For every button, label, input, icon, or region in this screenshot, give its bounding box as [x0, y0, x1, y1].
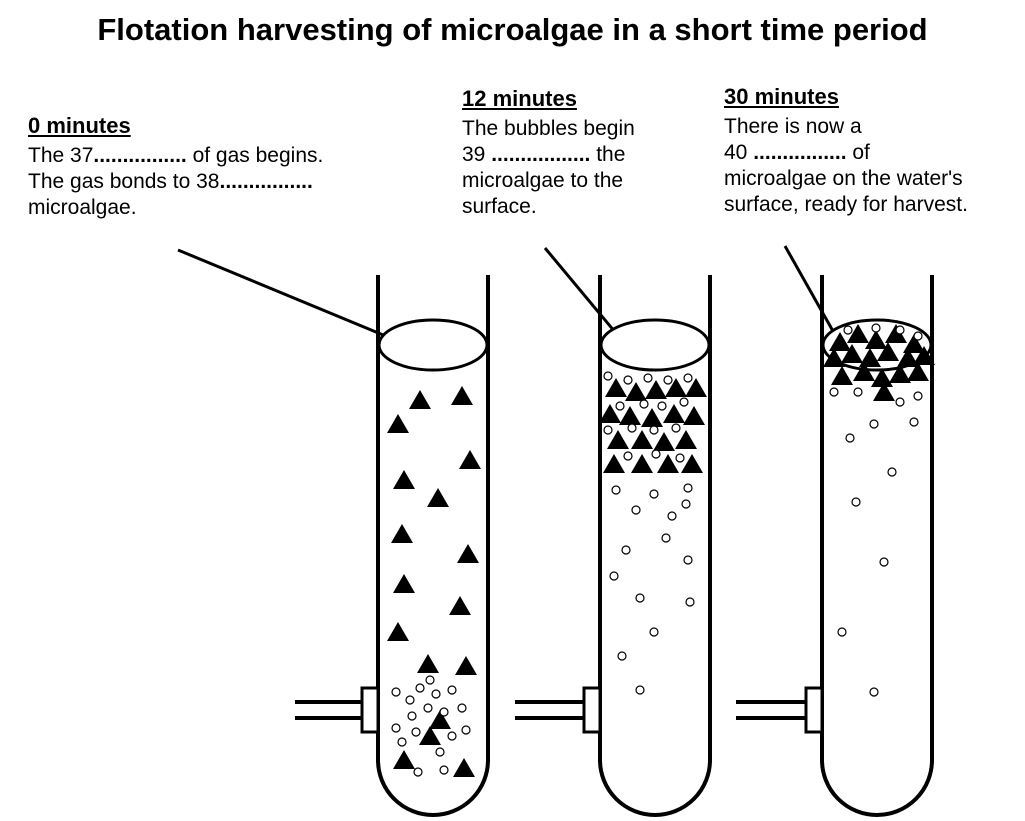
test-tube-12-minutes [515, 275, 712, 817]
question-number-38: 38 [196, 170, 220, 193]
text-line: The 37................ of gas begins. [28, 144, 324, 167]
answer-blank: ................ [219, 170, 313, 193]
gas-inlet-pipe [295, 686, 380, 734]
question-number-39: 39 [462, 143, 486, 166]
pointer-line-0 [177, 248, 401, 344]
gas-inlet-pipe [736, 686, 824, 734]
text-line: The bubbles begin [462, 117, 635, 140]
panel-30-minutes: 30 minutes There is now a 40 ...........… [724, 84, 968, 218]
text-line: The gas bonds to 38................ [28, 170, 313, 193]
panel-12-minutes: 12 minutes The bubbles begin 39 ........… [462, 86, 635, 220]
microalgae-particles [599, 378, 707, 473]
microalgae-particles [387, 386, 481, 777]
text-line: 39 ................. the [462, 143, 626, 166]
text-line: surface, ready for harvest. [724, 193, 968, 216]
panel-heading: 0 minutes [28, 113, 131, 138]
panel-0-minutes: 0 minutes The 37................ of gas … [28, 113, 323, 221]
text-line: microalgae. [28, 196, 137, 219]
text-line: There is now a [724, 115, 862, 138]
panel-heading: 30 minutes [724, 84, 839, 109]
gas-inlet-pipe [515, 686, 602, 734]
test-tube-30-minutes [736, 275, 935, 817]
diagram-title: Flotation harvesting of microalgae in a … [97, 12, 928, 47]
answer-blank: ................ [93, 144, 187, 167]
answer-blank: ................ [747, 141, 847, 164]
answer-blank: ................. [485, 143, 591, 166]
text-line: microalgae to the [462, 169, 624, 192]
question-number-37: 37 [70, 144, 94, 167]
text-line: microalgae on the water's [724, 167, 963, 190]
text-line: surface. [462, 195, 537, 218]
text-line: 40 ................ of [724, 141, 870, 164]
panel-heading: 12 minutes [462, 86, 577, 111]
test-tube-0-minutes [295, 275, 490, 817]
question-number-40: 40 [724, 141, 748, 164]
pointer-line-30 [783, 245, 840, 341]
